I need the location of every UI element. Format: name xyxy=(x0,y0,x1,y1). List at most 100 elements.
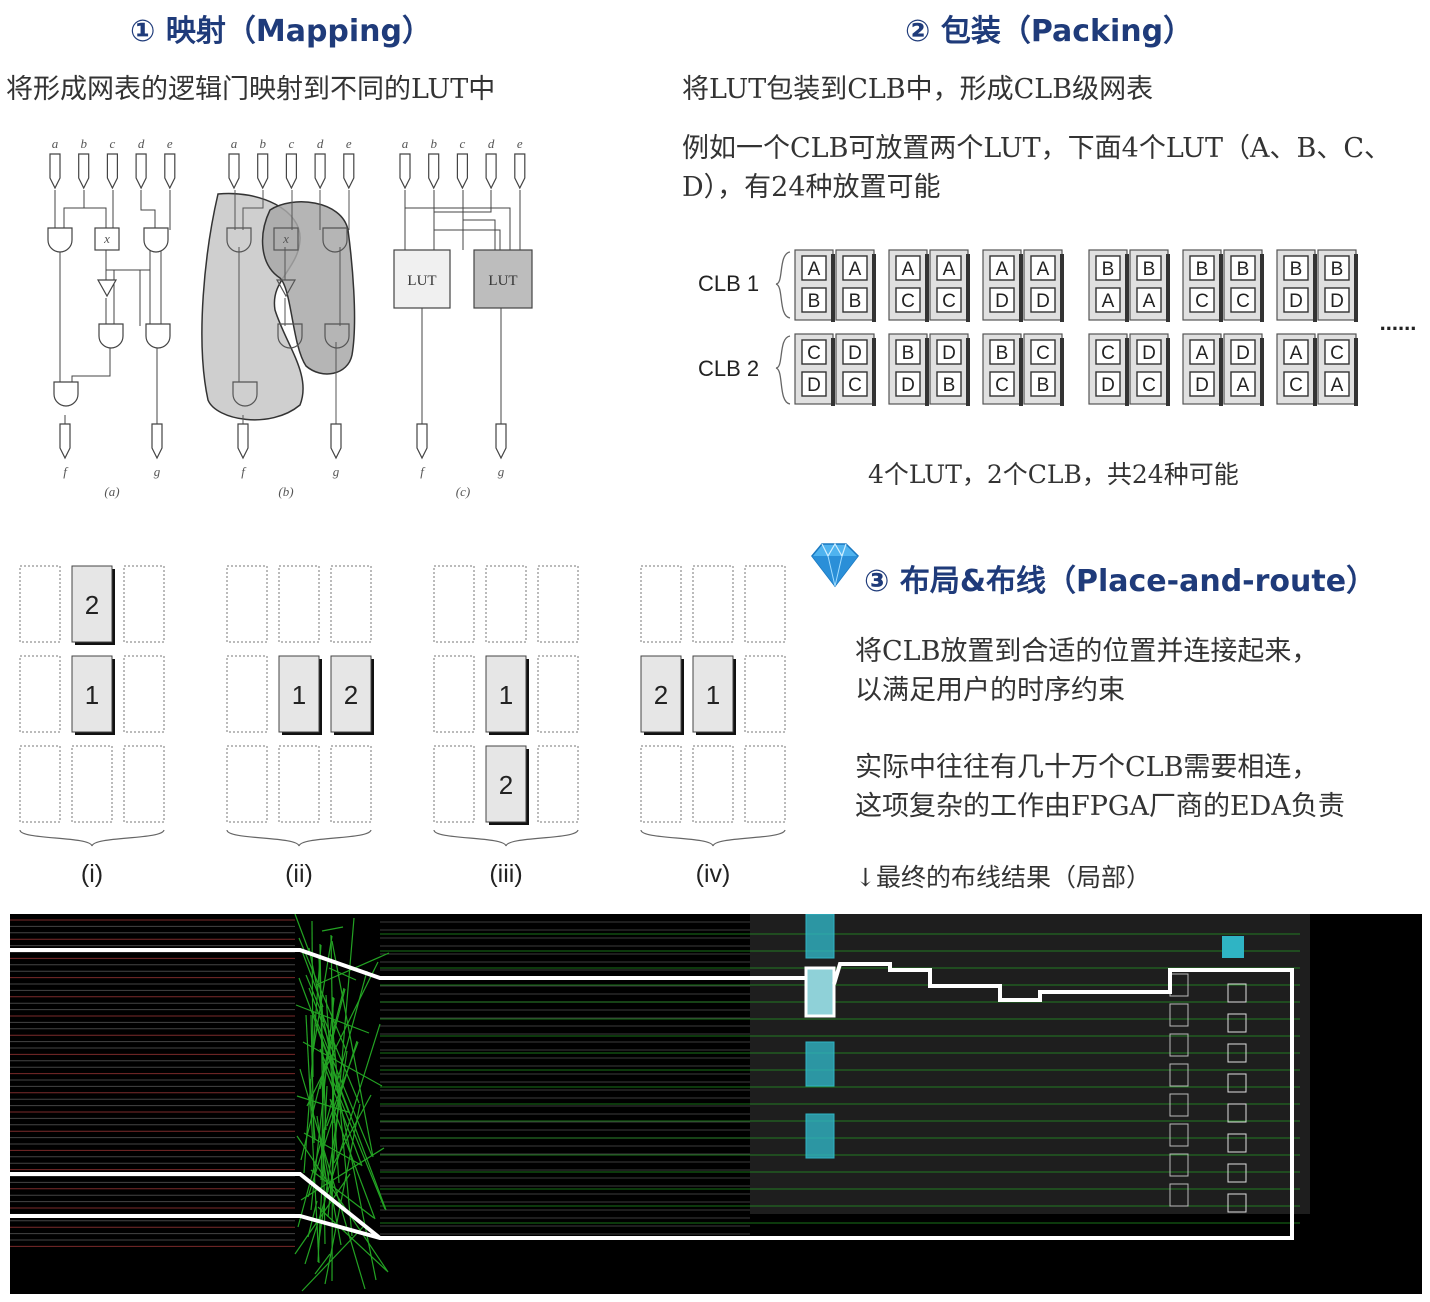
placed-clb xyxy=(640,655,682,733)
gate-x-label-b: x xyxy=(282,231,289,246)
lut-cell xyxy=(1283,287,1309,313)
lut-cell-label: B xyxy=(1143,259,1156,280)
empty-slot xyxy=(537,655,579,733)
lut-cell-label: C xyxy=(1289,375,1303,396)
input-pin xyxy=(285,153,297,190)
placed-clb xyxy=(278,655,320,733)
lut-cell xyxy=(1095,339,1121,365)
empty-slot xyxy=(123,745,165,823)
placed-clb-label: 2 xyxy=(499,770,513,800)
lut-cell xyxy=(801,371,827,397)
packing-description: 将LUT包装到CLB中，形成CLB级网表 xyxy=(682,74,1154,105)
diamond-icon xyxy=(811,542,859,588)
lut-cell-label: A xyxy=(996,259,1009,280)
input-pin xyxy=(164,153,176,190)
lut-cell xyxy=(1030,339,1056,365)
lut-cell xyxy=(1030,287,1056,313)
lut-cell-label: D xyxy=(1142,343,1156,364)
empty-slot xyxy=(744,745,786,823)
lut-cell-label: C xyxy=(1330,343,1344,364)
subfig-caption: (a) xyxy=(104,484,119,499)
lut-cell xyxy=(1283,339,1309,365)
placed-clb-label: 2 xyxy=(654,680,668,710)
packing-caption: 4个LUT，2个CLB，共24种可能 xyxy=(868,460,1239,489)
grid-caption: (iii) xyxy=(489,860,522,888)
lut-cell-label: A xyxy=(1143,291,1156,312)
lut-cell xyxy=(1095,255,1121,281)
lut-cell-label: C xyxy=(807,343,821,364)
placed-clb xyxy=(71,655,113,733)
routing-result-label: ↓最终的布线结果（局部） xyxy=(855,863,1151,892)
lut-cell xyxy=(842,339,868,365)
input-pin xyxy=(456,153,468,190)
lut-cell xyxy=(1189,287,1215,313)
lut-cell-label: B xyxy=(849,291,862,312)
empty-slot xyxy=(330,745,372,823)
placed-clb xyxy=(692,655,734,733)
lut-cell-label: D xyxy=(1289,291,1303,312)
lut-cell-label: B xyxy=(1196,259,1209,280)
lut-cell-label: B xyxy=(1331,259,1344,280)
lut-cell-label: A xyxy=(1196,343,1209,364)
input-label: e xyxy=(346,136,352,151)
lut-cell-label: B xyxy=(996,343,1009,364)
lut-cell-label: A xyxy=(849,259,862,280)
lut-cell xyxy=(1136,255,1162,281)
lut-cell-label: D xyxy=(807,375,821,396)
placed-clb-label: 1 xyxy=(499,680,513,710)
input-pin xyxy=(485,153,497,190)
input-pin xyxy=(428,153,440,190)
empty-slot xyxy=(433,655,475,733)
empty-slot xyxy=(433,745,475,823)
empty-slot xyxy=(226,745,268,823)
lut-cell xyxy=(1283,255,1309,281)
lut-cell-label: C xyxy=(1036,343,1050,364)
lut-cell-label: D xyxy=(901,375,915,396)
lut-cell xyxy=(1324,371,1350,397)
input-pin xyxy=(399,153,411,190)
lut-cell-label: B xyxy=(1037,375,1050,396)
empty-slot xyxy=(744,655,786,733)
mapping-subfig-b: x xyxy=(201,190,356,460)
input-label: c xyxy=(289,136,295,151)
lut-cell-label: B xyxy=(1237,259,1250,280)
input-label: e xyxy=(517,136,523,151)
lut-cell xyxy=(1095,371,1121,397)
lut-cell xyxy=(936,371,962,397)
mapping-title: ① 映射（Mapping） xyxy=(130,14,433,49)
output-label: f xyxy=(420,464,426,479)
lut-cell-label: C xyxy=(1142,375,1156,396)
lut-cell xyxy=(1189,339,1215,365)
input-label: b xyxy=(80,136,87,151)
lut-cell xyxy=(989,371,1015,397)
grid-caption: (ii) xyxy=(285,860,313,888)
lut-cell xyxy=(1230,339,1256,365)
input-pin xyxy=(78,153,90,190)
empty-slot xyxy=(485,565,527,643)
lut-cell-label: D xyxy=(848,343,862,364)
lut-box-1 xyxy=(393,249,451,309)
highlighted-clb xyxy=(804,966,836,1018)
input-pin xyxy=(228,153,240,190)
input-pin xyxy=(49,153,61,190)
subfig-caption: (b) xyxy=(278,484,293,499)
lut-cell-label: B xyxy=(943,375,956,396)
lut-cell xyxy=(895,255,921,281)
lut-cell xyxy=(1230,287,1256,313)
empty-slot xyxy=(226,565,268,643)
lut-cell xyxy=(801,287,827,313)
packing-example-line1: 例如一个CLB可放置两个LUT，下面4个LUT（A、B、C、 xyxy=(682,133,1392,164)
empty-slot xyxy=(278,745,320,823)
mapping-subfig-a: x xyxy=(47,190,171,460)
lut-cell xyxy=(936,255,962,281)
lut-cell xyxy=(1324,339,1350,365)
output-label: f xyxy=(63,464,69,479)
input-label: c xyxy=(110,136,116,151)
lut-cell-label: D xyxy=(1236,343,1250,364)
empty-slot xyxy=(71,745,113,823)
lut-cell xyxy=(842,255,868,281)
clb2-label: CLB 2 xyxy=(698,356,760,381)
lut-cell-label: A xyxy=(902,259,915,280)
lut-cell-label: A xyxy=(943,259,956,280)
lut-cell xyxy=(1189,371,1215,397)
